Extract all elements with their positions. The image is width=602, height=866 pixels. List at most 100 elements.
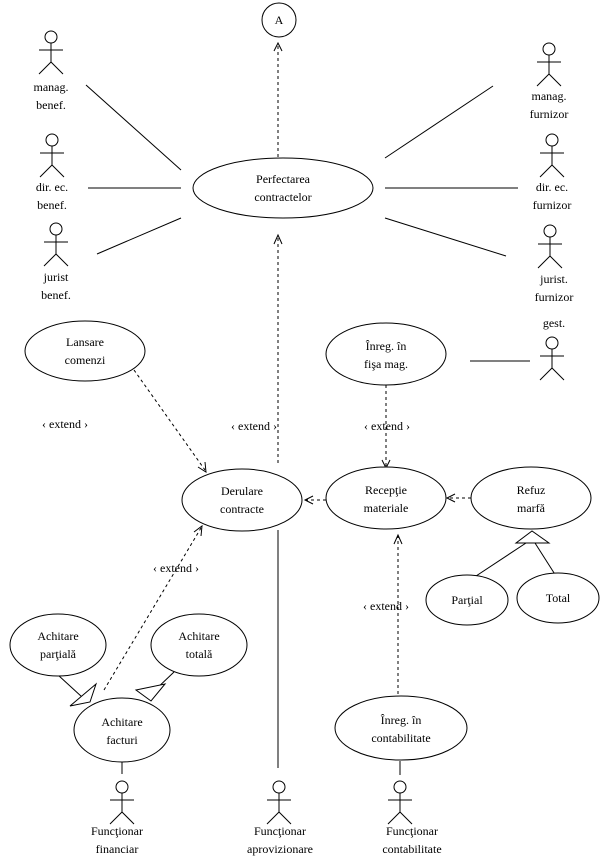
arrowhead-derulare xyxy=(303,495,314,505)
use-case-partial[interactable]: Parţial xyxy=(425,574,509,626)
actor-manag-furnizor[interactable]: manag. furnizor xyxy=(530,42,569,121)
actor-label: jurist. xyxy=(539,272,568,286)
generalization-partial-line xyxy=(472,542,527,579)
use-case-achitare-totala[interactable]: Achitare totală xyxy=(150,613,248,677)
use-case-label: totală xyxy=(186,647,213,661)
use-case-inreg-contabilitate[interactable]: Înreg. în contabilitate xyxy=(334,695,468,761)
actor-label: manag. xyxy=(532,89,567,103)
arrowhead-lansare xyxy=(197,461,207,473)
actor-dir-ec-benef[interactable]: dir. ec. benef. xyxy=(36,133,68,212)
dependency-achitare-to-derulare xyxy=(103,527,202,691)
actor-leg xyxy=(551,367,565,381)
actor-head xyxy=(45,133,59,147)
use-case-label: Derulare xyxy=(221,484,263,498)
actor-label: benef. xyxy=(36,98,66,112)
use-case-label: facturi xyxy=(106,733,138,747)
dependency-lansare-to-derulare xyxy=(133,369,206,471)
use-case-label: Recepţie xyxy=(365,483,407,497)
use-case-inreg-fisa-mag[interactable]: Înreg. în fişa mag. xyxy=(325,322,447,386)
generalization-triangle-refuz xyxy=(514,530,551,544)
actor-label: contabilitate xyxy=(382,842,441,856)
use-case-derulare-contracte[interactable]: Derulare contracte xyxy=(181,468,303,532)
generalization-triangle-achitare-totala xyxy=(134,683,167,702)
arrowhead-contabilitate xyxy=(393,533,403,545)
use-case-achitare-facturi[interactable]: Achitare facturi xyxy=(73,697,171,763)
actor-head xyxy=(542,42,556,56)
use-case-perfectarea-contractelor[interactable]: Perfectarea contractelor xyxy=(192,157,374,219)
use-case-label: Total xyxy=(546,591,571,605)
actor-head xyxy=(543,224,557,238)
use-case-label: comenzi xyxy=(65,353,106,367)
use-case-label: Perfectarea xyxy=(256,172,311,186)
actor-gest[interactable]: gest. xyxy=(539,316,565,381)
arrowhead-perfectarea xyxy=(273,233,283,245)
generalization-achitare-partiala-line xyxy=(57,674,83,698)
actor-label: furnizor xyxy=(533,198,572,212)
actor-head xyxy=(545,336,559,350)
extend-label-contabilitate: ‹ extend › xyxy=(363,599,409,613)
actor-jurist-furnizor[interactable]: jurist. furnizor xyxy=(535,224,574,304)
actor-label: benef. xyxy=(37,198,67,212)
actor-leg xyxy=(387,811,401,825)
actor-head xyxy=(545,133,559,147)
associations xyxy=(57,84,557,775)
actor-leg xyxy=(50,61,64,75)
actor-leg xyxy=(399,811,413,825)
actor-head xyxy=(49,222,63,236)
actor-leg xyxy=(539,164,553,178)
arrowhead-a xyxy=(273,41,283,52)
actor-manag-benef[interactable]: manag.benef. xyxy=(34,30,69,112)
actor-head xyxy=(115,780,129,794)
use-case-label: contracte xyxy=(220,502,264,516)
actor-leg xyxy=(539,367,553,381)
use-case-lansare-comenzi[interactable]: Lansare comenzi xyxy=(24,320,146,382)
association-jurist-furnizor xyxy=(384,217,507,257)
actor-label: furnizor xyxy=(530,107,569,121)
actor-leg xyxy=(549,255,563,269)
actor-label: aprovizionare xyxy=(247,842,313,856)
actor-label: jurist xyxy=(43,270,69,284)
use-case-label: materiale xyxy=(364,501,409,515)
use-case-label: Parţial xyxy=(451,593,483,607)
use-case-refuz-marfa[interactable]: Refuz marfă xyxy=(470,466,592,530)
use-case-label: Lansare xyxy=(66,335,104,349)
arrowhead-achitare xyxy=(193,524,203,537)
generalization-total-line xyxy=(534,542,557,577)
actor-leg xyxy=(536,73,550,87)
connector-a: A xyxy=(261,2,297,38)
extend-label-lansare: ‹ extend › xyxy=(42,417,88,431)
use-case-label: contractelor xyxy=(254,190,311,204)
actors: manag.benef.dir. ec.benef.juristbenef.ma… xyxy=(34,30,574,856)
actor-leg xyxy=(43,253,57,267)
actor-label: financiar xyxy=(96,842,139,856)
actor-dir-ec-furnizor[interactable]: dir. ec.furnizor xyxy=(533,133,572,212)
use-case-total[interactable]: Total xyxy=(516,572,600,624)
use-case-receptie-materiale[interactable]: Recepţie materiale xyxy=(325,466,447,530)
use-case-label: Înreg. în xyxy=(381,713,422,727)
connector-a-label: A xyxy=(275,13,284,27)
use-case-label: Achitare xyxy=(178,629,219,643)
actor-leg xyxy=(51,164,65,178)
use-case-label: Achitare xyxy=(37,629,78,643)
extend-label-derulare: ‹ extend › xyxy=(231,419,277,433)
use-case-label: marfă xyxy=(517,501,546,515)
actor-leg xyxy=(537,255,551,269)
actor-label: dir. ec. xyxy=(36,180,68,194)
actor-leg xyxy=(551,164,565,178)
use-case-label: Înreg. în xyxy=(366,339,407,353)
actor-leg xyxy=(121,811,135,825)
dependencies xyxy=(103,41,471,694)
actor-label: furnizor xyxy=(535,290,574,304)
arrowhead-receptie xyxy=(445,493,456,503)
use-case-label: parţială xyxy=(40,647,77,661)
actor-head xyxy=(393,780,407,794)
association-jurist-benef xyxy=(96,217,182,255)
use-case-label: contabilitate xyxy=(371,731,430,745)
use-case-achitare-partiala[interactable]: Achitare parţială xyxy=(9,613,107,677)
actor-leg xyxy=(266,811,280,825)
